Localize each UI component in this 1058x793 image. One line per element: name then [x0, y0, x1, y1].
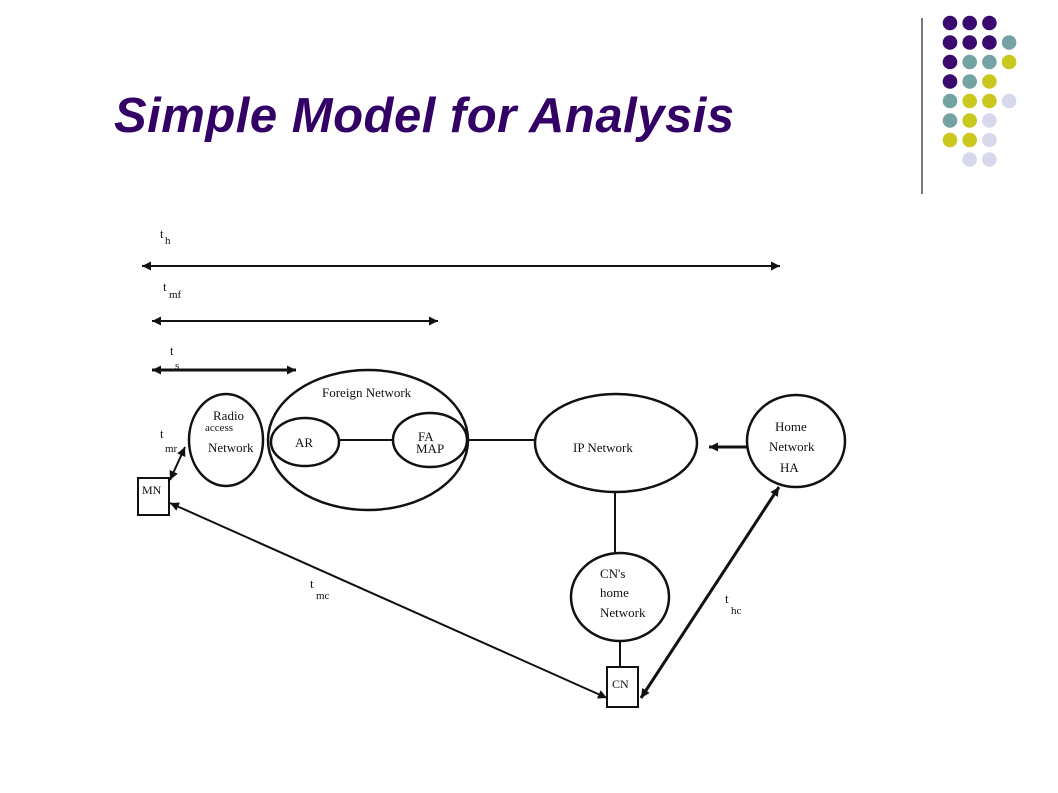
svg-text:CN: CN — [612, 677, 629, 691]
decor-dot — [942, 132, 958, 148]
svg-text:MN: MN — [142, 483, 162, 497]
decor-dot — [942, 113, 958, 128]
svg-text:Radio: Radio — [213, 408, 244, 423]
home-network-node: Home Network HA — [745, 393, 847, 489]
mn-box: MN — [137, 477, 170, 516]
timing-arrow-tmr: t mr — [160, 426, 186, 481]
svg-text:FA: FA — [418, 429, 434, 444]
decor-dot — [982, 35, 997, 50]
timing-arrow-th: t h — [142, 226, 780, 271]
timing-arrow-thc: t hc — [639, 486, 781, 699]
title-divider-line — [921, 18, 923, 194]
svg-text:Network: Network — [208, 440, 254, 455]
decor-dot — [1001, 93, 1017, 109]
decor-dot — [962, 35, 977, 50]
decor-dot — [962, 93, 977, 109]
svg-text:home: home — [600, 585, 629, 600]
decor-dot — [1001, 35, 1017, 50]
label-thc-t: t — [725, 591, 729, 606]
svg-text:AR: AR — [295, 435, 313, 450]
decor-dot — [942, 54, 958, 70]
decor-dot — [942, 35, 958, 50]
decor-dot — [942, 74, 958, 89]
decor-dot — [962, 74, 977, 89]
timing-arrow-tmc: t mc — [169, 502, 608, 699]
decor-dot — [962, 152, 977, 167]
decor-dot — [942, 93, 958, 109]
decor-dot — [962, 54, 977, 70]
fa-map-node: FA MAP — [391, 411, 469, 469]
decor-dot — [942, 15, 958, 31]
radio-access-network-node: Radio access Network — [187, 392, 265, 488]
label-tmr-sub: mr — [165, 443, 178, 455]
label-thc-sub: hc — [731, 605, 742, 617]
label-ts-sub: s — [175, 360, 179, 372]
decor-dot — [982, 113, 997, 128]
cn-box: CN — [606, 666, 639, 708]
label-th-t: t — [160, 226, 164, 241]
decor-dot — [962, 15, 977, 31]
svg-text:Home: Home — [775, 419, 807, 434]
decor-dot — [982, 15, 997, 31]
svg-text:MAP: MAP — [416, 441, 444, 456]
cn-home-network-node: CN's home Network — [569, 551, 671, 643]
label-tmc-sub: mc — [316, 590, 330, 602]
decor-dot — [982, 152, 997, 167]
decor-dot — [982, 132, 997, 148]
svg-text:Foreign Network: Foreign Network — [322, 385, 412, 400]
svg-text:Network: Network — [769, 439, 815, 454]
decor-dot — [1001, 54, 1017, 70]
label-tmf-sub: mf — [169, 289, 182, 301]
decorative-dot-grid — [942, 15, 1017, 167]
ar-node: AR — [269, 416, 341, 468]
svg-text:CN's: CN's — [600, 566, 625, 581]
decor-dot — [962, 113, 977, 128]
decor-dot — [962, 132, 977, 148]
slide-title: Simple Model for Analysis — [114, 89, 735, 143]
label-tmr-t: t — [160, 426, 164, 441]
label-tmc-t: t — [310, 576, 314, 591]
timing-arrow-ts: t s — [152, 343, 296, 375]
svg-text:access: access — [205, 422, 233, 434]
ip-network-node: IP Network — [533, 392, 699, 494]
label-ts-t: t — [170, 343, 174, 358]
decor-dot — [982, 74, 997, 89]
svg-text:IP Network: IP Network — [573, 440, 633, 455]
label-tmf-t: t — [163, 279, 167, 294]
decor-dot — [982, 93, 997, 109]
svg-text:HA: HA — [780, 460, 799, 475]
svg-text:Network: Network — [600, 605, 646, 620]
timing-arrow-tmf: t mf — [152, 279, 438, 326]
decor-dot — [982, 54, 997, 70]
label-th-sub: h — [165, 235, 171, 247]
